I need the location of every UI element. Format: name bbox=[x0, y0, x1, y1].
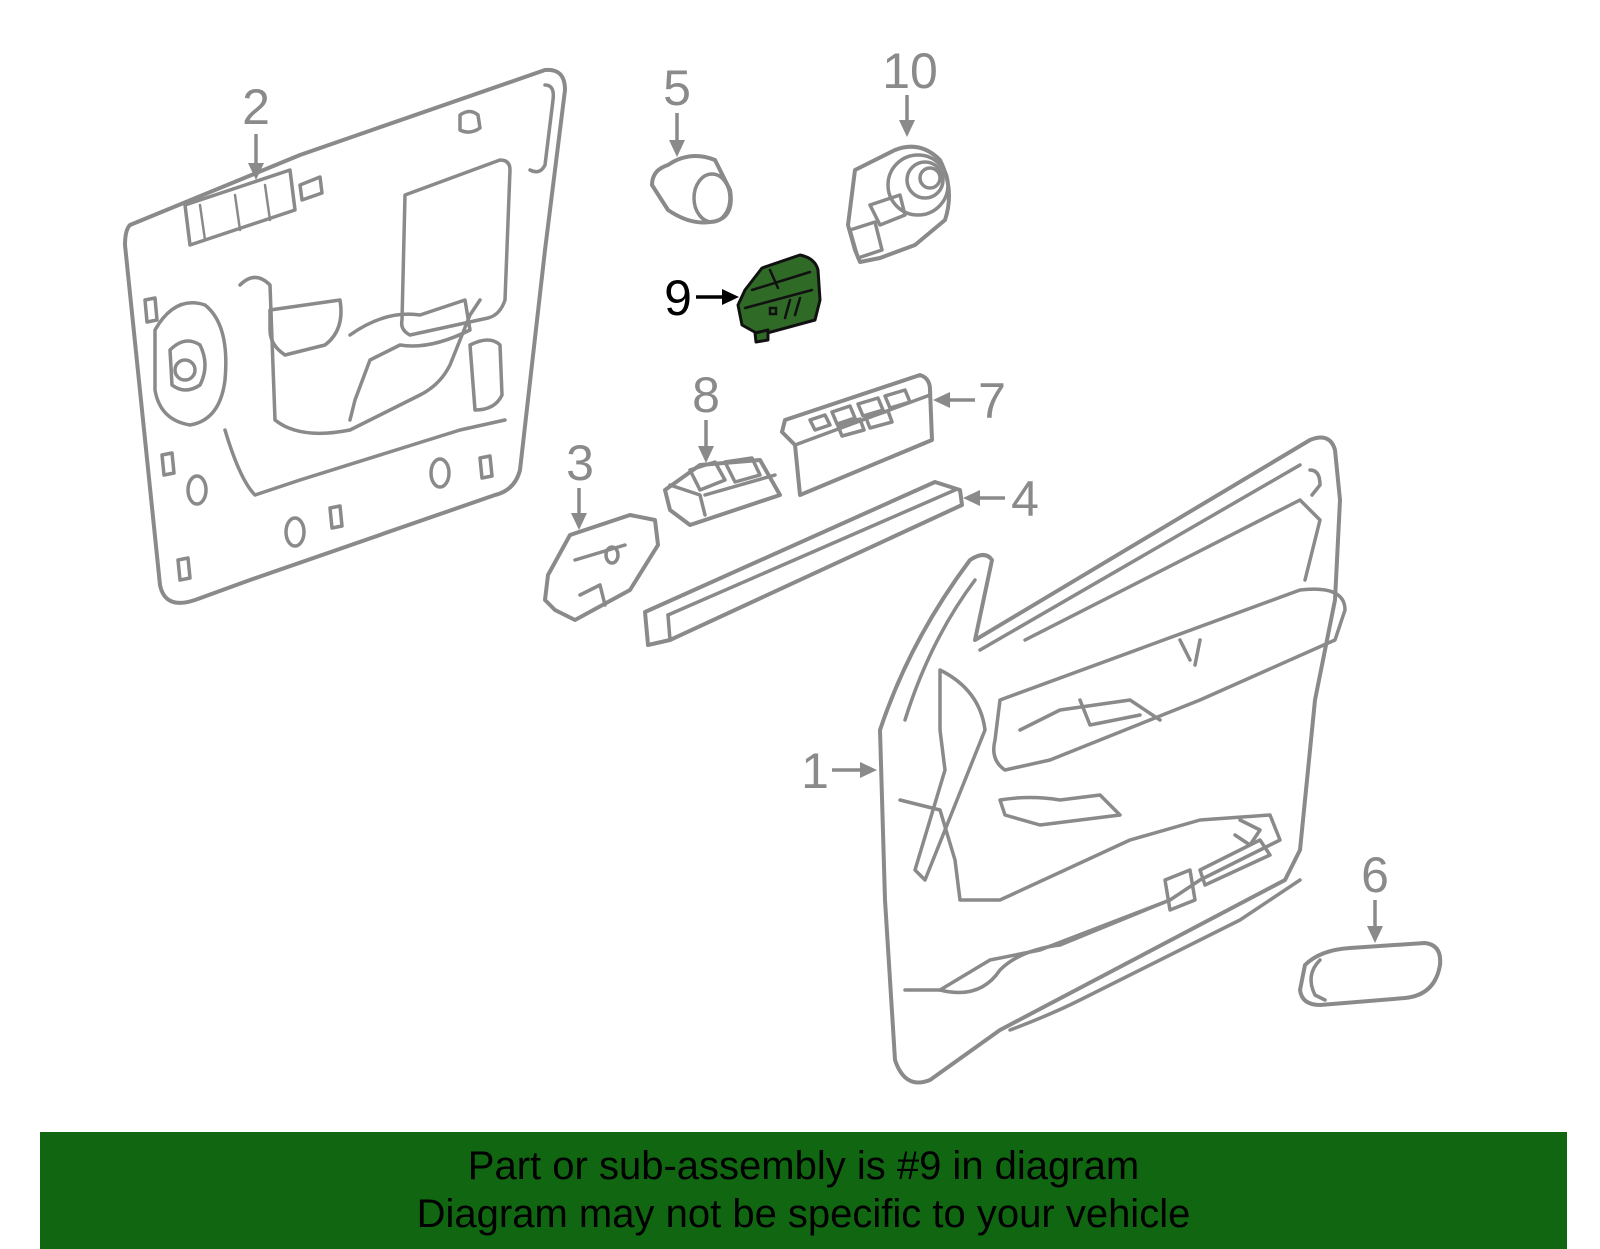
parts-diagram: 2 5 10 9 8 7 3 4 1 6 bbox=[123, 43, 1443, 1085]
part-2-door-inner-panel[interactable] bbox=[123, 67, 567, 605]
banner-disclaimer: Diagram may not be specific to your vehi… bbox=[416, 1192, 1191, 1236]
part-7-switch-bezel[interactable] bbox=[780, 373, 934, 497]
part-9-window-switch[interactable] bbox=[736, 253, 822, 344]
callout-2: 2 bbox=[242, 79, 270, 135]
callout-1: 1 bbox=[801, 743, 829, 799]
part-4-armrest-rail[interactable] bbox=[643, 480, 964, 647]
part-6-pull-cup[interactable] bbox=[1298, 941, 1443, 1007]
banner-part-note: Part or sub-assembly is #9 in diagram bbox=[467, 1144, 1140, 1188]
callout-7: 7 bbox=[978, 373, 1006, 429]
callout-10: 10 bbox=[882, 43, 938, 99]
callout-4: 4 bbox=[1011, 471, 1039, 527]
callout-3: 3 bbox=[566, 435, 594, 491]
part-5-cap[interactable] bbox=[650, 154, 733, 225]
part-1-door-trim-panel[interactable] bbox=[878, 435, 1347, 1085]
callout-6: 6 bbox=[1361, 847, 1389, 903]
part-10-speaker[interactable] bbox=[846, 144, 951, 264]
part-8-switch-assembly[interactable] bbox=[663, 456, 782, 527]
callout-8: 8 bbox=[692, 367, 720, 423]
info-banner: Part or sub-assembly is #9 in diagram Di… bbox=[40, 1132, 1567, 1249]
callout-5: 5 bbox=[663, 60, 691, 116]
callout-9: 9 bbox=[664, 270, 692, 326]
part-3-bracket[interactable] bbox=[543, 513, 660, 622]
